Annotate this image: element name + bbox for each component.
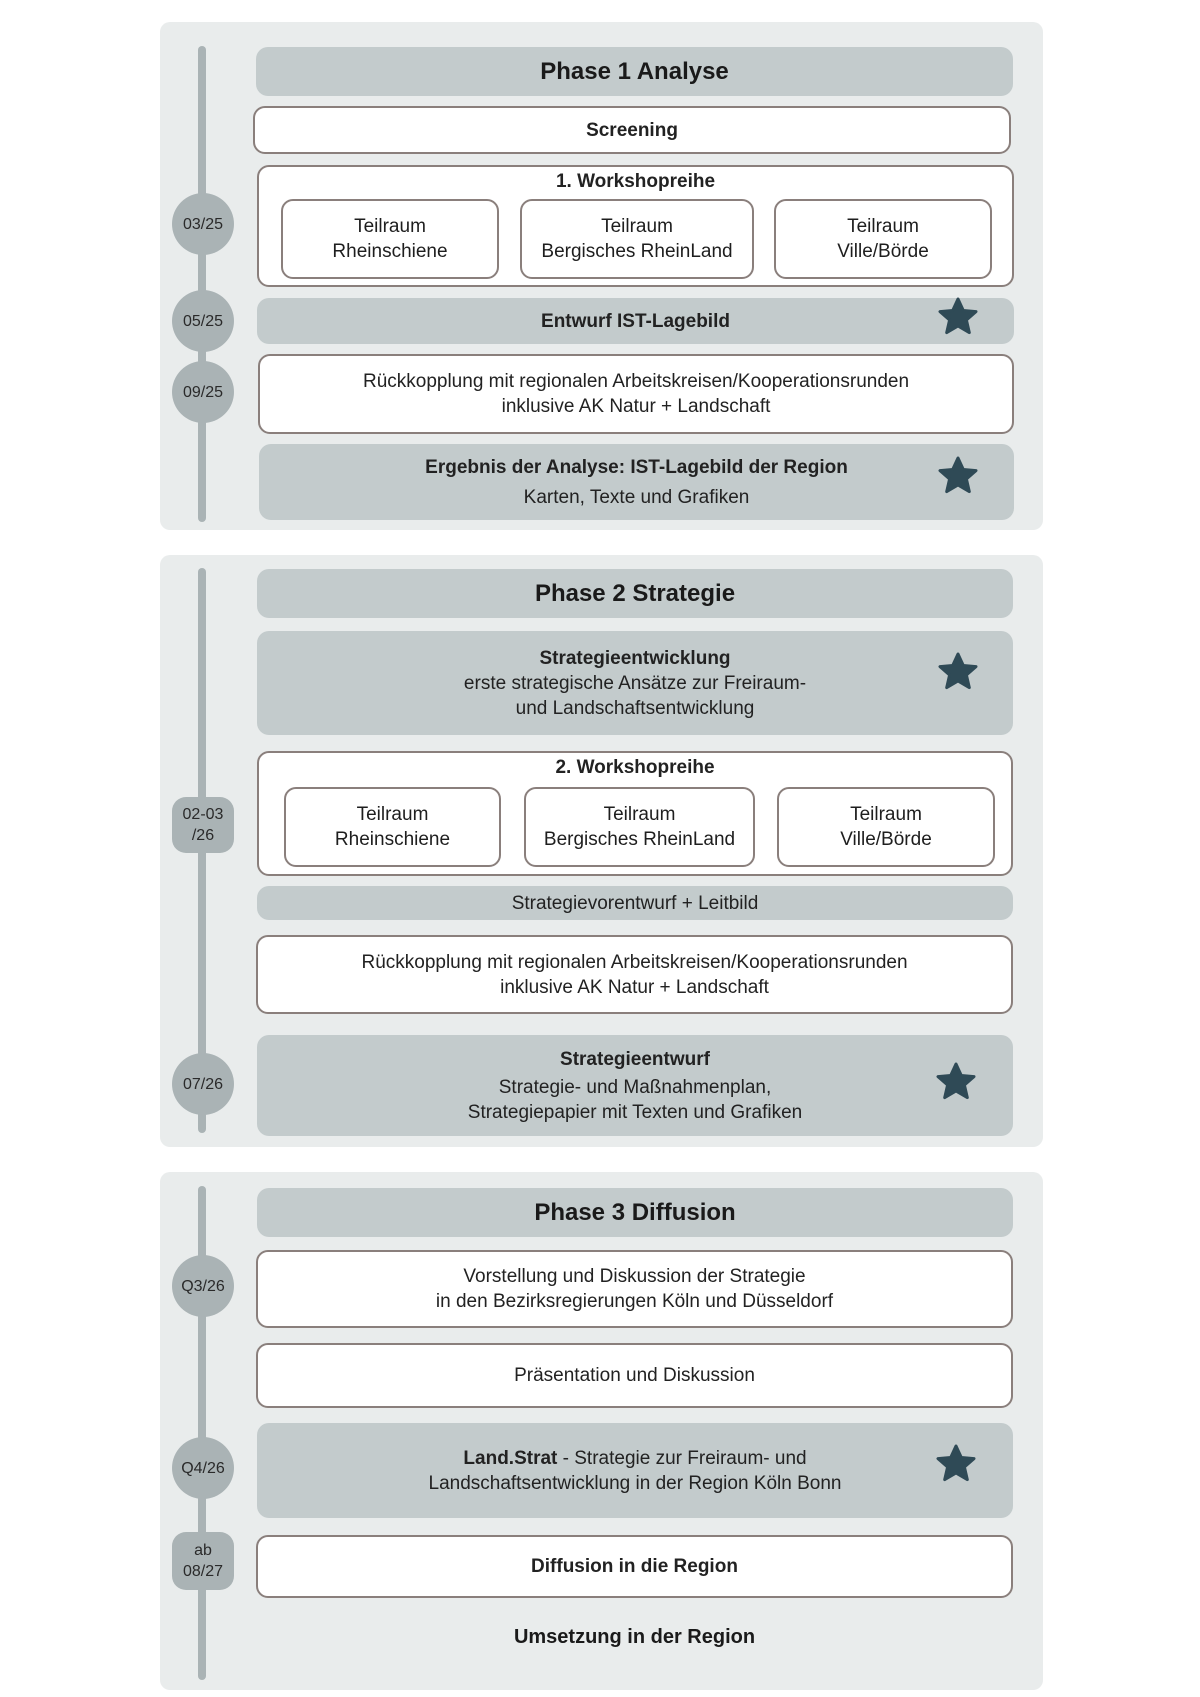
strategieentwurf-line1: Strategie- und Maßnahmenplan,	[498, 1076, 772, 1098]
strategieentwurf-line2: Strategiepapier mit Texten und Grafiken	[467, 1101, 803, 1123]
phase1-timeline	[198, 46, 206, 522]
workshop2-title: 2. Workshopreihe	[555, 757, 715, 778]
area-line1: Teilraum	[601, 216, 673, 237]
ergebnis-sub: Karten, Texte und Grafiken	[523, 486, 750, 508]
area-line1: Teilraum	[356, 804, 429, 825]
rueckkopplung2-box: Rückkopplung mit regionalen Arbeitskreis…	[256, 935, 1013, 1014]
landstrat-line1: Land.Strat - Strategie zur Freiraum- und	[463, 1446, 806, 1471]
strategieentwicklung-title: Strategieentwicklung	[539, 647, 731, 669]
entwurf-ist-lagebild-label: Entwurf IST-Lagebild	[541, 310, 730, 332]
milestone-star-icon	[938, 652, 978, 690]
date-label: ab	[194, 1542, 212, 1559]
strategievorentwurf-label: Strategievorentwurf + Leitbild	[511, 892, 759, 914]
landstrat-line2: Landschaftsentwicklung in der Region Köl…	[428, 1472, 842, 1494]
rueckkopplung1-line1: Rückkopplung mit regionalen Arbeitskreis…	[362, 371, 910, 392]
milestone-star-icon	[938, 297, 978, 335]
strategieentwicklung-line2: und Landschaftsentwicklung	[515, 697, 755, 719]
strategieentwurf-title: Strategieentwurf	[560, 1048, 710, 1070]
date-label: 09/25	[182, 383, 224, 401]
date-label: 07/26	[182, 1075, 224, 1093]
phase2-header: Phase 2 Strategie	[257, 569, 1013, 618]
praesentation-label: Präsentation und Diskussion	[514, 1365, 755, 1386]
rueckkopplung1-line2: inklusive AK Natur + Landschaft	[501, 396, 771, 417]
phase2-title: Phase 2 Strategie	[534, 580, 736, 607]
date-label: 05/25	[182, 312, 224, 330]
workshop1-title: 1. Workshopreihe	[555, 171, 716, 192]
date-label: 03/25	[182, 215, 224, 233]
date-bubble: 09/25	[172, 361, 234, 423]
date-label: /26	[191, 827, 215, 844]
strategieentwurf-box: Strategieentwurf Strategie- und Maßnahme…	[257, 1035, 1013, 1136]
area-line2: Rheinschiene	[332, 241, 448, 262]
phase3-timeline	[198, 1186, 206, 1680]
date-label: 02-03	[182, 806, 224, 823]
vorstellung-box: Vorstellung und Diskussion der Strategie…	[256, 1250, 1013, 1328]
praesentation-box: Präsentation und Diskussion	[256, 1343, 1013, 1408]
screening-label: Screening	[586, 119, 678, 141]
area-line2: Bergisches RheinLand	[541, 241, 733, 262]
screening-box: Screening	[253, 106, 1011, 154]
rueckkopplung2-line1: Rückkopplung mit regionalen Arbeitskreis…	[361, 951, 908, 973]
ergebnis-title: Ergebnis der Analyse: IST-Lagebild der R…	[425, 456, 848, 478]
phase1-header: Phase 1 Analyse	[256, 47, 1013, 96]
area-line2: Ville/Börde	[837, 241, 929, 262]
date-bubble: 03/25	[172, 193, 234, 255]
workshop1-area-ville-boerde: Teilraum Ville/Börde	[774, 199, 992, 279]
landstrat-rest: - Strategie zur Freiraum- und	[557, 1447, 807, 1469]
area-line1: Teilraum	[354, 216, 426, 237]
workshop1-area-rheinschiene: Teilraum Rheinschiene	[281, 199, 499, 279]
rueckkopplung2-line2: inklusive AK Natur + Landschaft	[500, 976, 769, 998]
phase3-header: Phase 3 Diffusion	[257, 1188, 1013, 1237]
rueckkopplung1-box: Rückkopplung mit regionalen Arbeitskreis…	[258, 354, 1014, 434]
phase3-title: Phase 3 Diffusion	[534, 1199, 736, 1226]
vorstellung-line2: in den Bezirksregierungen Köln und Düsse…	[435, 1291, 834, 1312]
date-bubble: Q4/26	[172, 1437, 234, 1499]
entwurf-ist-lagebild-box: Entwurf IST-Lagebild	[257, 298, 1014, 344]
strategieentwicklung-line1: erste strategische Ansätze zur Freiraum-	[463, 672, 807, 694]
area-line1: Teilraum	[847, 216, 919, 237]
date-bubble: ab 08/27	[172, 1532, 234, 1590]
date-bubble: 05/25	[172, 290, 234, 352]
date-label: 08/27	[182, 1563, 224, 1580]
area-line1: Teilraum	[603, 804, 676, 825]
date-label: Q4/26	[181, 1459, 225, 1477]
area-line2: Ville/Börde	[840, 829, 932, 850]
area-line2: Rheinschiene	[334, 829, 451, 850]
workshop2-area-ville-boerde: Teilraum Ville/Börde	[777, 787, 995, 867]
diffusion-box: Diffusion in die Region	[256, 1535, 1013, 1598]
milestone-star-icon	[936, 1062, 976, 1100]
date-bubble: Q3/26	[172, 1255, 234, 1317]
date-label: Q3/26	[181, 1277, 225, 1295]
vorstellung-line1: Vorstellung und Diskussion der Strategie	[463, 1266, 806, 1287]
workshop1-area-bergisches-rheinland: Teilraum Bergisches RheinLand	[520, 199, 754, 279]
strategieentwicklung-box: Strategieentwicklung erste strategische …	[257, 631, 1013, 735]
milestone-star-icon	[938, 456, 978, 494]
workshop2-area-bergisches-rheinland: Teilraum Bergisches RheinLand	[524, 787, 755, 867]
landstrat-name: Land.Strat	[463, 1447, 558, 1469]
landstrat-box: Land.Strat - Strategie zur Freiraum- und…	[257, 1423, 1013, 1518]
date-bubble: 02-03/26	[172, 797, 234, 853]
area-line2: Bergisches RheinLand	[543, 829, 736, 850]
date-bubble: 07/26	[172, 1053, 234, 1115]
workshop2-area-rheinschiene: Teilraum Rheinschiene	[284, 787, 501, 867]
milestone-star-icon	[936, 1444, 976, 1482]
diffusion-label: Diffusion in die Region	[531, 1556, 738, 1577]
ergebnis-analyse-box: Ergebnis der Analyse: IST-Lagebild der R…	[259, 444, 1014, 520]
strategievorentwurf-box: Strategievorentwurf + Leitbild	[257, 886, 1013, 920]
umsetzung-label: Umsetzung in der Region	[513, 1626, 756, 1648]
phase1-title: Phase 1 Analyse	[540, 58, 729, 85]
area-line1: Teilraum	[850, 804, 922, 825]
